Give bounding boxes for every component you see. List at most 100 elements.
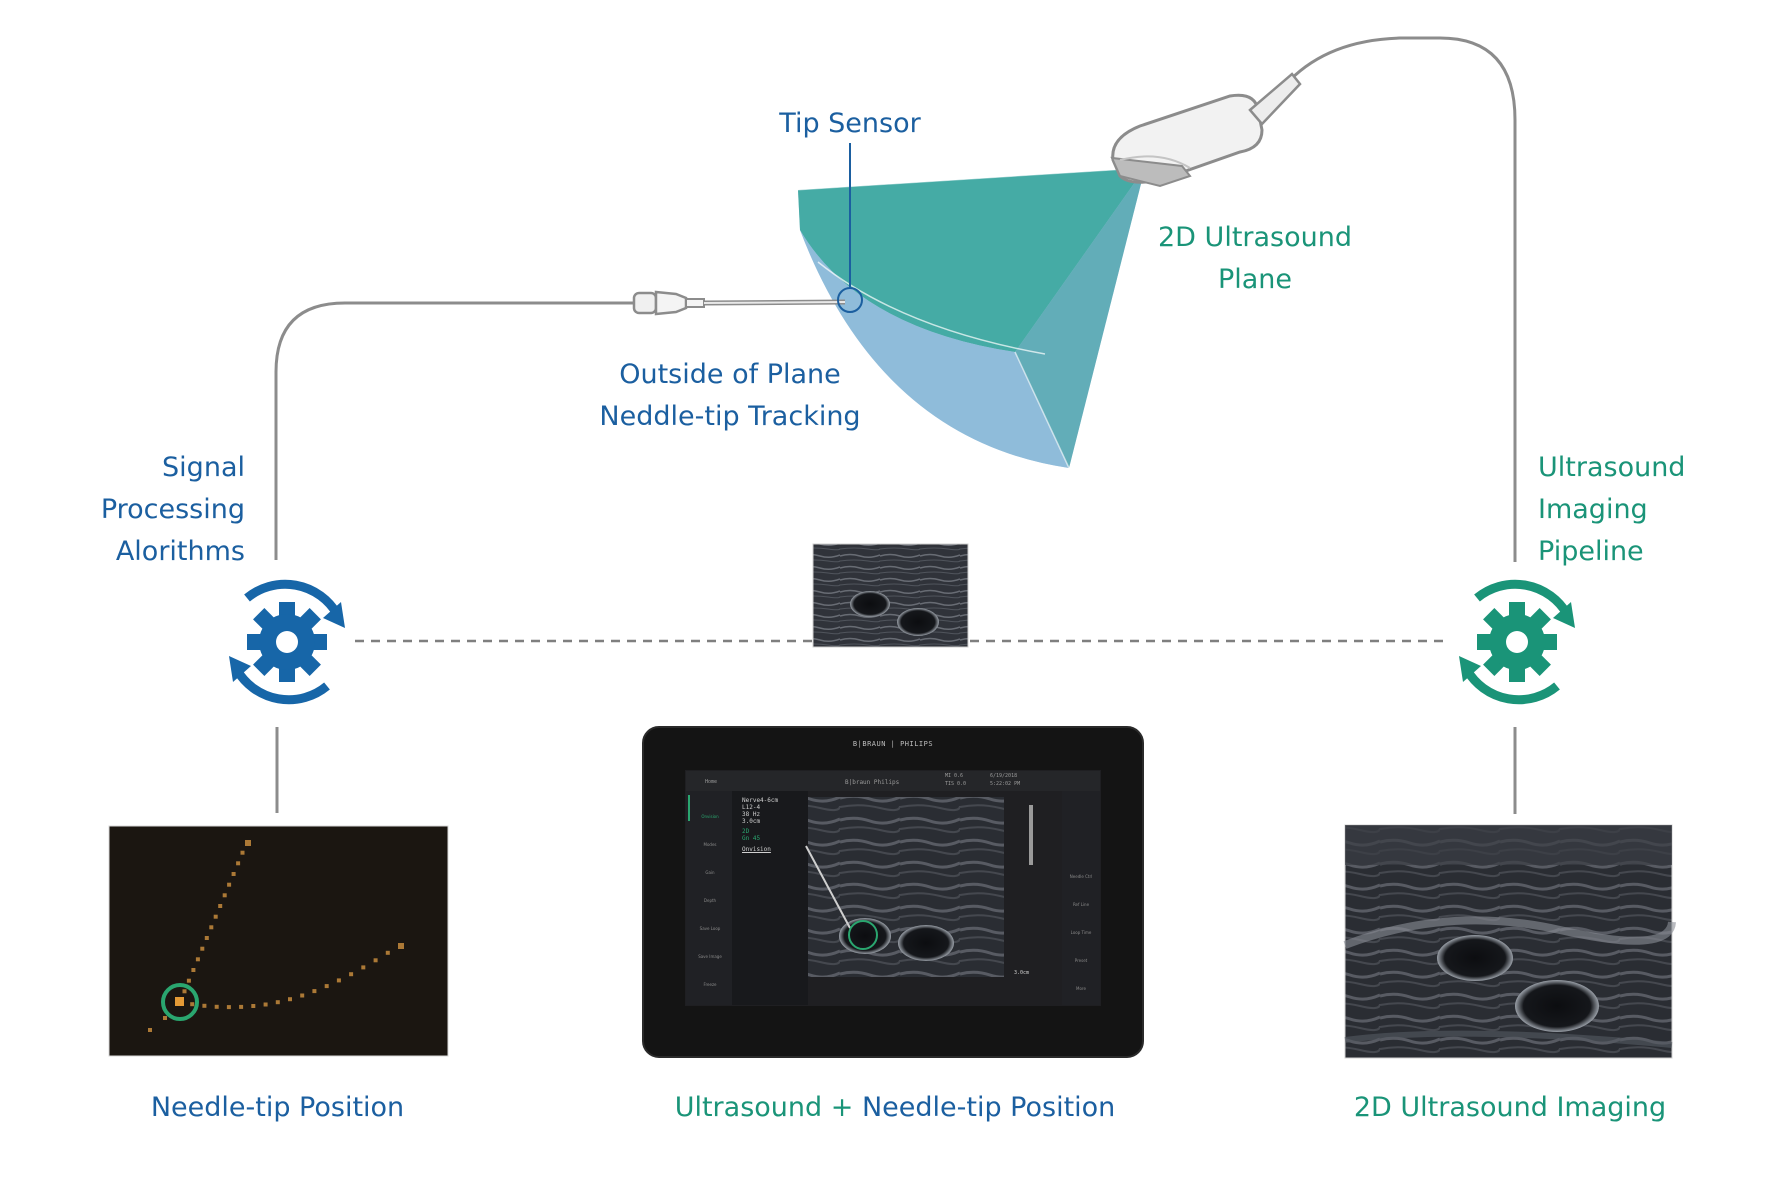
tracking-dot [202,1003,207,1008]
device-depth-readout: 3.0cm [1014,970,1030,976]
tracking-dot [227,882,232,887]
plane-label: 2D Ultrasound Plane [1140,217,1370,301]
gear-blue-icon [229,579,345,705]
tracking-dot [251,1004,256,1008]
device-mode: 2D [742,828,750,835]
caption-combined: Ultrasound + Needle-tip Position [620,1087,1170,1129]
probe-icon [1110,72,1302,188]
wire-left [274,301,638,560]
outside-plane-label: Outside of Plane Neddle-tip Tracking [590,354,870,438]
device-menu-item[interactable]: Modes [703,842,717,847]
tracking-dot [182,989,187,994]
tracking-dot [226,1005,231,1010]
tracking-dot [349,972,354,977]
tracking-dot [213,914,218,919]
device-hz: 38 Hz [742,811,761,818]
device-gain: Gn 45 [742,835,761,842]
tracking-dot [236,861,241,866]
signal-label-line2: Processing [100,494,245,525]
tracking-dot [163,1016,167,1020]
tracking-dot [240,850,245,855]
plane-label-line1: 2D Ultrasound [1158,222,1352,253]
device-onvision: Onvision [742,846,771,853]
tracking-dot [195,957,200,962]
tracking-dot [263,1002,268,1007]
tracking-dot [288,997,292,1002]
needle-icon [632,290,846,316]
device-menu-item[interactable]: Ref Line [1072,902,1090,907]
device-preset: Nerve4-6cm [742,797,779,804]
tracking-dots [148,840,404,1032]
tracking-dot [190,1002,195,1007]
pipeline-label-line1: Ultrasound [1538,452,1686,483]
device-tablet [642,726,1144,1058]
tracking-dot [312,989,317,994]
pipeline-label-line3: Pipeline [1538,536,1644,567]
needle-tip-panel [108,825,449,1057]
signal-label-line1: Signal [162,452,245,483]
tracking-dot [336,978,341,983]
outside-plane-label-line2: Neddle-tip Tracking [599,401,861,432]
tip-marker-ring [161,983,199,1021]
tracking-dot [361,965,366,970]
device-menu-item[interactable]: Save Loop [699,926,721,931]
device-menu-item[interactable]: Loop Time [1070,930,1092,935]
device-menu-item[interactable]: Preset [1074,958,1088,963]
plane-label-line2: Plane [1217,264,1293,295]
device-menu-item[interactable]: Needle Ctrl [1069,874,1093,879]
tracking-dot [214,1004,219,1009]
tracking-dot [186,978,191,983]
device-header-title: B|braun Philips [845,779,900,786]
device-params: Nerve4-6cm L12-4 38 Hz 3.0cm 2D Gn 45 On… [742,797,778,853]
caption-combined-part2: Needle-tip Position [861,1092,1116,1123]
gear-green-icon [1459,579,1575,705]
wire-right [1288,36,1517,562]
device-tis: TIS 0.0 [945,781,967,787]
tracking-dot [218,904,223,908]
device-time: 5:22:02 PM [990,781,1021,787]
device-depth: 3.0cm [742,818,761,825]
ultrasound-plane [797,167,1146,469]
tracking-dot [148,1028,152,1032]
tracking-dot [239,1004,244,1009]
signal-processing-label: Signal Processing Alorithms [60,447,245,573]
tracking-dot [300,993,305,998]
ultrasound-thumbnail [812,543,969,648]
device-menu-item[interactable]: More [1076,986,1086,991]
tracking-dot [231,872,236,876]
tracking-dot [398,943,404,949]
tracking-dot [275,1000,280,1005]
device-brand: B|BRAUN | PHILIPS [852,740,934,748]
device-date: 6/19/2018 [990,773,1018,779]
pipeline-label-line2: Imaging [1538,494,1648,525]
device-home-label: Home [705,779,718,785]
device-menu-item[interactable]: Depth [703,898,717,903]
tip-marker [175,997,184,1006]
device-probe: L12-4 [742,804,761,811]
tracking-dot [209,925,214,930]
tracking-dot [204,936,209,940]
device-menu-item[interactable]: Onvision [701,814,719,819]
signal-label-line3: Alorithms [115,536,245,567]
tracking-dot [385,950,390,955]
tracking-dot [324,984,329,989]
tracking-dot [200,946,205,951]
caption-combined-part1: Ultrasound + [674,1092,862,1123]
device-mi: MI 0.6 [945,773,964,779]
tip-sensor-label: Tip Sensor [779,108,921,139]
tracking-dot [191,968,196,972]
caption-2d-imaging: 2D Ultrasound Imaging [1353,1092,1667,1123]
device-menu-item[interactable]: Freeze [703,982,717,987]
device-menu-item[interactable]: Save Image [698,954,722,959]
tracking-dot [373,958,378,963]
imaging-pipeline-label: Ultrasound Imaging Pipeline [1538,447,1738,573]
ultrasound-image-panel [1343,824,1676,1059]
outside-plane-label-line1: Outside of Plane [619,359,841,390]
device-menu-item[interactable]: Gain [705,870,715,875]
caption-needle-tip: Needle-tip Position [150,1092,405,1123]
tracking-dot [245,840,251,846]
